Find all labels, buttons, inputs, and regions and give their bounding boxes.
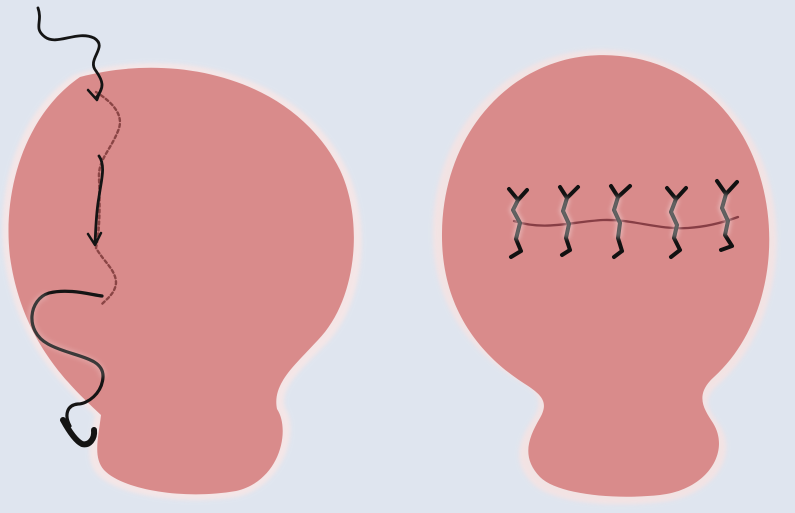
left-panel [2, 8, 361, 500]
right-panel [433, 50, 777, 504]
stitch-glow-5 [722, 194, 728, 235]
left-tissue-shape [8, 68, 353, 495]
left-needle-tip [63, 420, 94, 444]
stitch-glow-4 [671, 199, 677, 238]
stitch-glow-2 [563, 198, 569, 238]
